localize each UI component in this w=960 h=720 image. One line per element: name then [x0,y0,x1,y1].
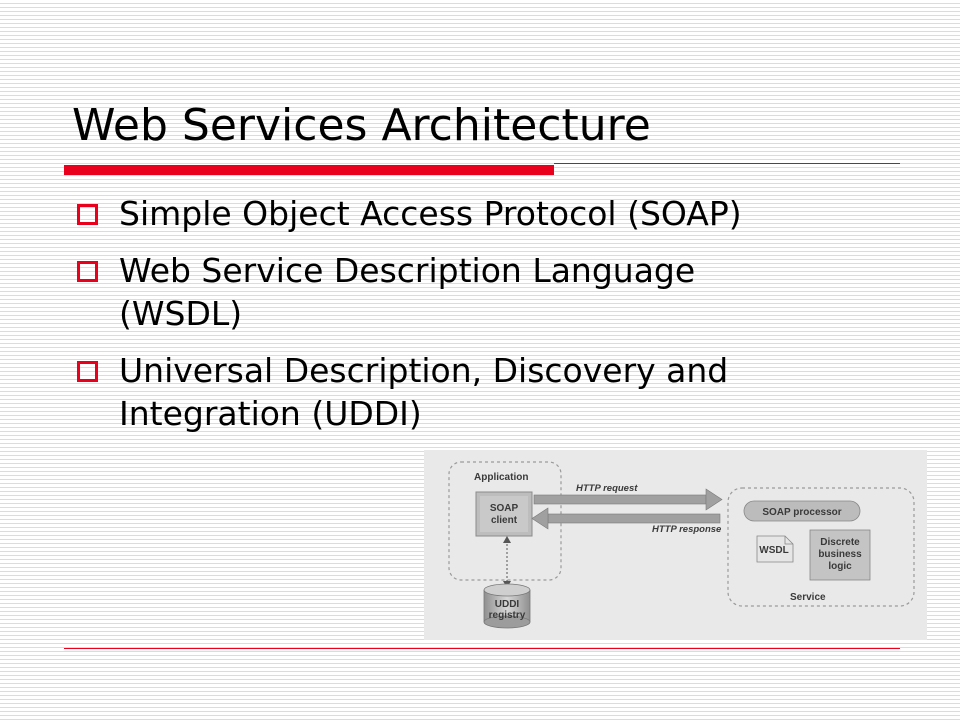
uddi-registry-top [483,583,531,597]
uddi-registry-label-line2: registry [489,610,526,621]
architecture-diagram: Application SOAP client UDDI registry HT… [424,450,927,640]
service-container [727,487,915,607]
slide-title: Web Services Architecture [72,100,651,151]
soap-client-label-line2: client [491,515,518,526]
service-label: Service [790,592,826,603]
business-logic-label-line3: logic [828,561,852,572]
bullet-list: Simple Object Access Protocol (SOAP) Web… [74,192,914,449]
business-logic-label-line2: business [818,549,862,560]
bullet-item-uddi: Universal Description, Discovery and Int… [74,349,914,435]
title-underline-thick [64,165,554,175]
architecture-diagram-svg: Application SOAP client UDDI registry HT… [448,461,915,629]
soap-processor-label: SOAP processor [762,507,841,518]
footer-rule [64,648,900,649]
uddi-registry-label-line1: UDDI [495,599,520,610]
square-bullet-icon [77,261,98,282]
http-request-arrow-shaft [533,494,707,505]
soap-client-label-line1: SOAP [490,503,519,514]
uddi-registry-bottom [483,615,531,629]
soap-client-inner [480,496,528,532]
soap-processor-box [743,500,861,522]
http-request-label: HTTP request [576,483,638,494]
application-container [448,461,562,581]
application-label: Application [474,472,528,483]
http-response-arrow-shaft [547,513,721,524]
wsdl-document-icon [756,535,794,563]
bullet-item-soap: Simple Object Access Protocol (SOAP) [74,192,914,235]
http-response-label: HTTP response [652,524,722,535]
bullet-text-line: Web Service Description Language [119,251,696,290]
bullet-item-wsdl: Web Service Description Language (WSDL) [74,249,914,335]
title-underline-thin [554,163,900,164]
bullet-text-line: Universal Description, Discovery and [119,351,729,390]
square-bullet-icon [77,361,98,382]
arrow-right-icon [705,488,723,511]
bullet-text-line: Integration (UDDI) [119,394,422,433]
arrow-left-icon [531,507,549,530]
wsdl-document-fold [784,536,793,545]
square-bullet-icon [77,204,98,225]
bullet-text-line: Simple Object Access Protocol (SOAP) [119,194,742,233]
business-logic-label-line1: Discrete [820,537,860,548]
bullet-text-line: (WSDL) [119,294,243,333]
arrow-up-icon [503,536,511,543]
business-logic-box [809,529,871,581]
wsdl-label: WSDL [759,545,788,556]
